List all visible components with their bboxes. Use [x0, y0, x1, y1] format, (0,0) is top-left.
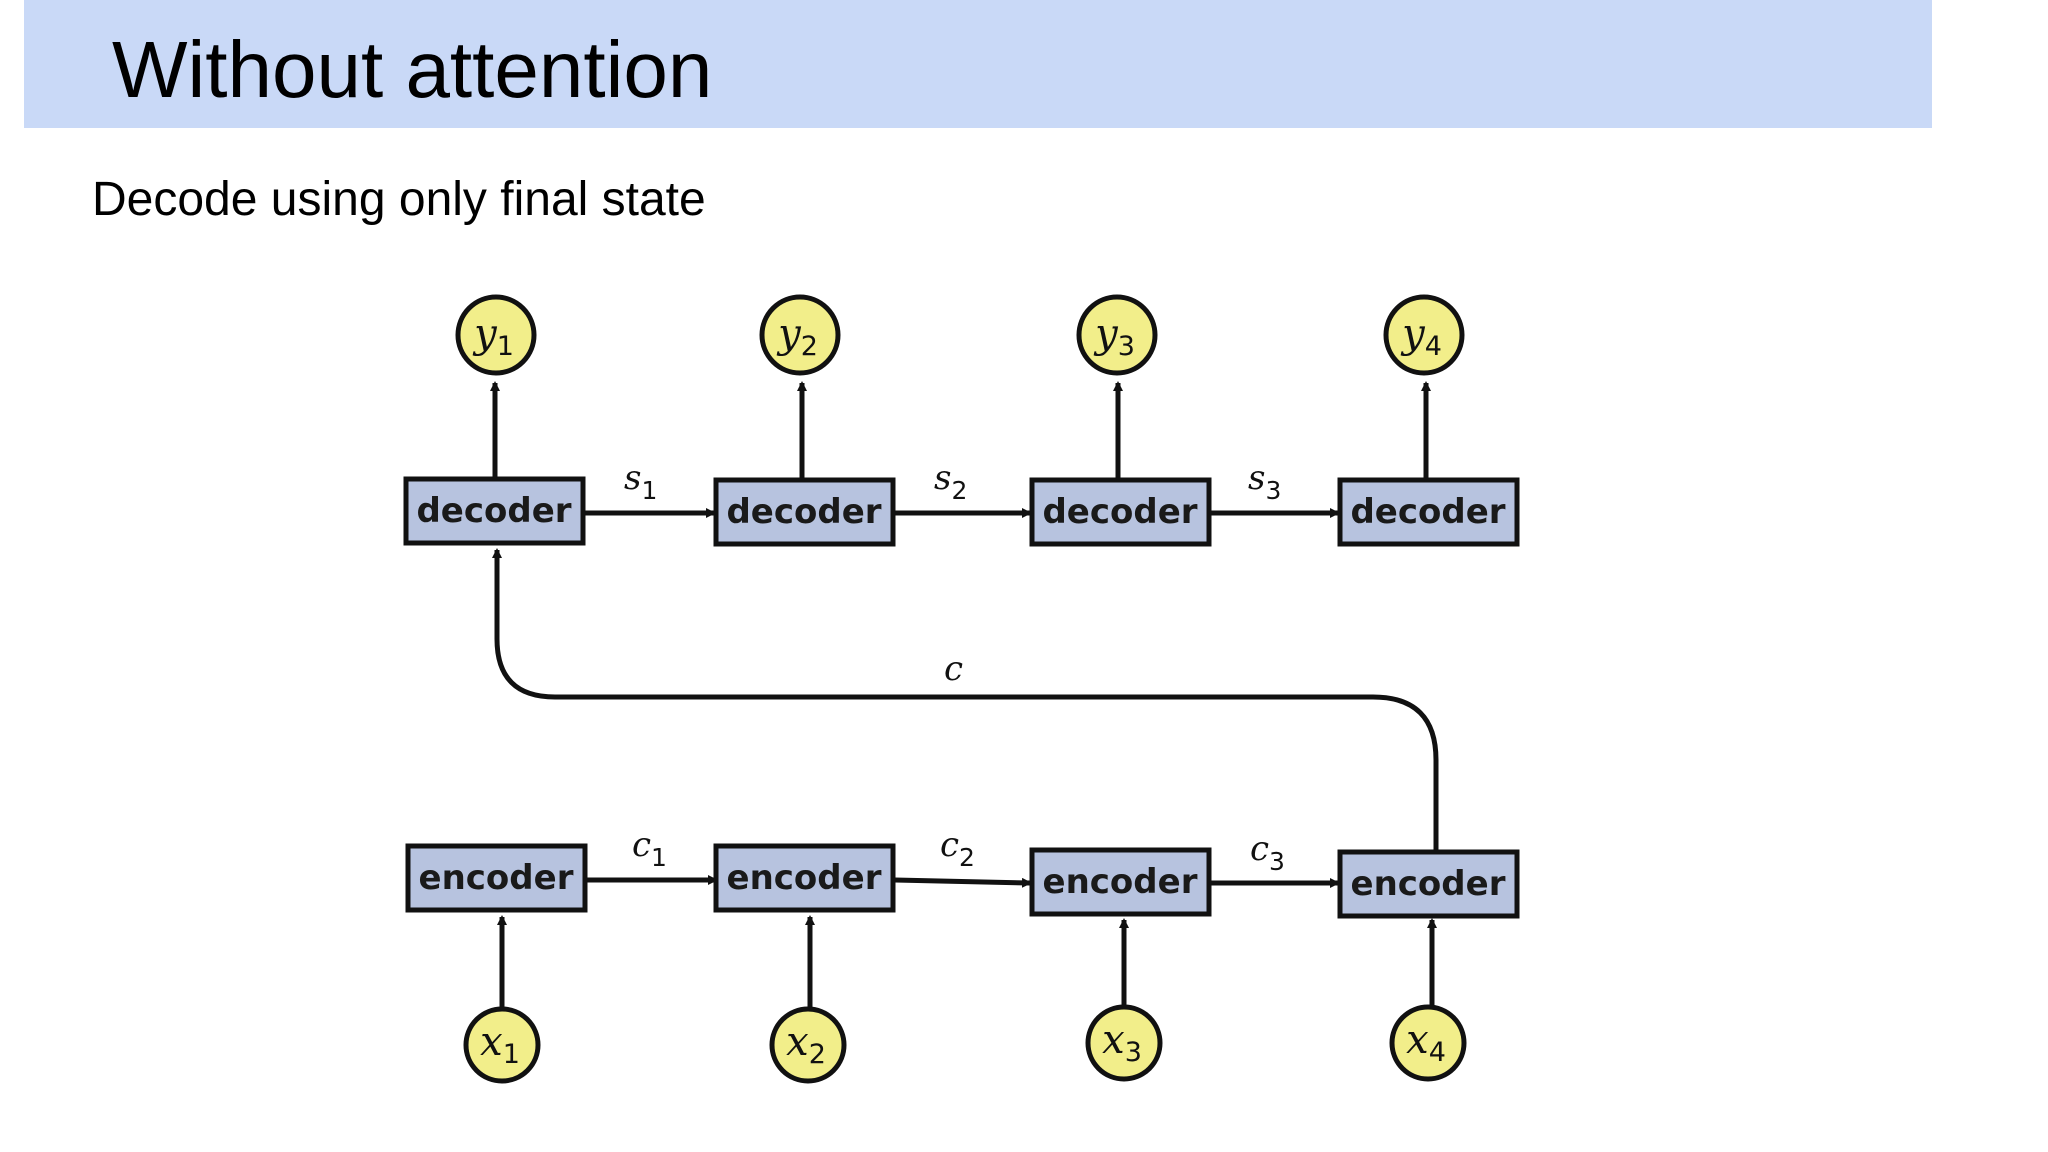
svg-text:x2: x2 — [786, 1019, 826, 1070]
state-var: s — [624, 458, 641, 498]
output-node-y3: y3 — [1076, 294, 1158, 376]
input-sub: 4 — [1429, 1037, 1446, 1068]
encoder-state-label-c3: c3 — [1250, 829, 1285, 876]
output-sub: 1 — [497, 331, 514, 362]
output-var: y — [472, 311, 498, 357]
decoder-state-label-s1: s1 — [624, 458, 657, 505]
state-var: c — [1250, 829, 1269, 869]
state-sub: 1 — [641, 476, 657, 505]
svg-text:y3: y3 — [1093, 311, 1135, 362]
encoder-label: encoder — [727, 858, 882, 898]
encoder-label: encoder — [1351, 864, 1506, 904]
encoder-state-arrow-2 — [894, 877, 1032, 888]
input-node-x2: x2 — [769, 1006, 847, 1084]
input-sub: 1 — [503, 1039, 520, 1070]
decoder-box-2: decoder — [713, 477, 896, 547]
state-sub: 1 — [651, 843, 667, 872]
svg-text:x4: x4 — [1406, 1017, 1446, 1068]
input-node-x4: x4 — [1389, 1004, 1467, 1082]
state-var: s — [934, 458, 951, 498]
decoder-label: decoder — [416, 491, 571, 531]
svg-text:y1: y1 — [472, 311, 514, 362]
state-sub: 2 — [959, 843, 975, 872]
encoder-label: encoder — [1043, 862, 1198, 902]
decoder-state-label-s2: s2 — [934, 458, 967, 505]
state-var: c — [632, 825, 651, 865]
input-var: x — [1102, 1017, 1125, 1063]
state-sub: 3 — [1269, 847, 1285, 876]
decoder-label: decoder — [1350, 492, 1505, 532]
encoder-state-label-c1: c1 — [632, 825, 667, 872]
decoder-box-4: decoder — [1337, 477, 1520, 547]
slide-subtitle: Decode using only final state — [92, 173, 706, 226]
encoder-state-label-c2: c2 — [940, 825, 975, 872]
context-wire — [492, 548, 1439, 852]
state-var: s — [1248, 458, 1265, 498]
slide-title: Without attention — [112, 25, 713, 114]
input-var: x — [786, 1019, 809, 1065]
output-var: y — [1400, 311, 1426, 357]
decoder-box-1: decoder — [403, 476, 586, 546]
output-var: y — [1093, 311, 1119, 357]
input-node-x1: x1 — [463, 1006, 541, 1084]
output-node-y4: y4 — [1383, 294, 1465, 376]
state-sub: 2 — [951, 476, 967, 505]
output-node-y1: y1 — [455, 294, 537, 376]
decoder-label: decoder — [1042, 492, 1197, 532]
state-var: c — [940, 825, 959, 865]
state-sub: 3 — [1265, 476, 1281, 505]
encoder-box-3: encoder — [1029, 847, 1212, 917]
output-sub: 2 — [801, 331, 818, 362]
encoder-box-4: encoder — [1337, 849, 1520, 919]
decoder-label: decoder — [726, 492, 881, 532]
decoder-box-3: decoder — [1029, 477, 1212, 547]
encoder-label: encoder — [419, 858, 574, 898]
input-var: x — [480, 1019, 503, 1065]
context-label: c — [944, 649, 963, 689]
encoder-box-1: encoder — [405, 843, 588, 913]
input-sub: 3 — [1125, 1037, 1142, 1068]
svg-text:x3: x3 — [1102, 1017, 1142, 1068]
input-node-x3: x3 — [1085, 1004, 1163, 1082]
svg-text:y2: y2 — [776, 311, 818, 362]
svg-text:y4: y4 — [1400, 311, 1442, 362]
svg-text:x1: x1 — [480, 1019, 520, 1070]
output-sub: 3 — [1118, 331, 1135, 362]
input-sub: 2 — [809, 1039, 826, 1070]
output-node-y2: y2 — [759, 294, 841, 376]
output-sub: 4 — [1425, 331, 1442, 362]
output-var: y — [776, 311, 802, 357]
encoder-box-2: encoder — [713, 843, 896, 913]
title-bar: Without attention — [24, 0, 1932, 128]
input-var: x — [1406, 1017, 1429, 1063]
decoder-state-label-s3: s3 — [1248, 458, 1281, 505]
